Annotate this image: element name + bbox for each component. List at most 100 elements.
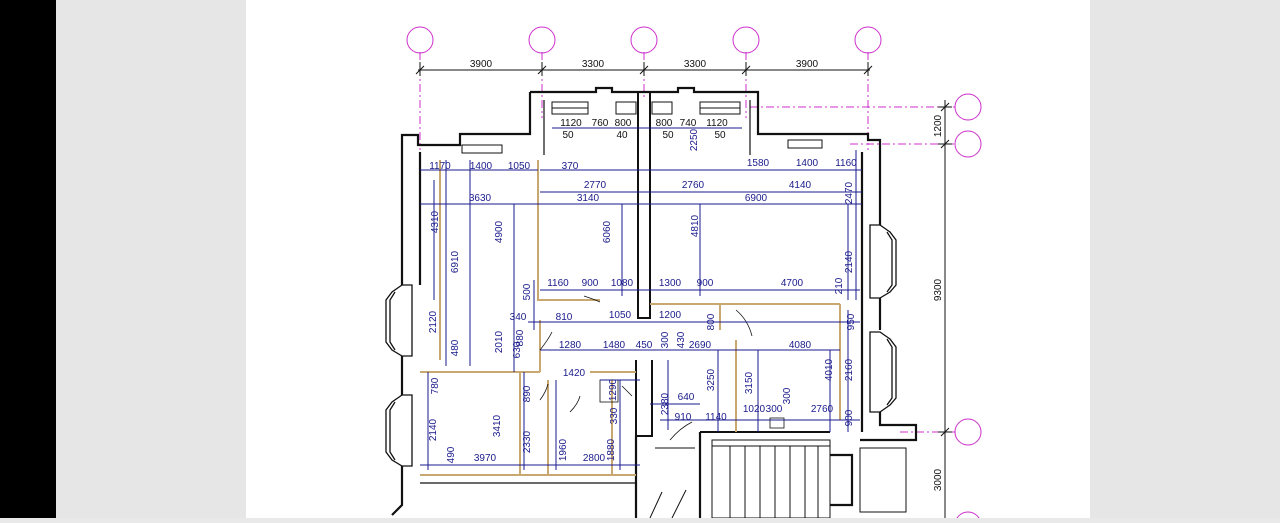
dimension-label: 1280 — [559, 340, 582, 351]
dimension-label: 2010 — [494, 330, 505, 353]
dimension-label: 370 — [562, 161, 579, 172]
dimension-label: 2760 — [811, 404, 834, 415]
dimension-label: 4310 — [430, 210, 441, 233]
staircase — [649, 439, 907, 519]
dimension-label: 340 — [510, 312, 527, 323]
dimension-label: 890 — [522, 385, 533, 402]
grid-axes — [406, 26, 982, 523]
dimension-label: 1140 — [705, 412, 727, 423]
dimension-label: 4900 — [494, 220, 505, 243]
dimension-label: 1400 — [796, 158, 819, 169]
axis-bubble-4 — [732, 26, 760, 54]
dimension-label: 500 — [522, 283, 533, 300]
dimension-label: 900 — [697, 278, 714, 289]
dimension-label: 210 — [834, 277, 845, 294]
dimension-label: 1160 — [835, 158, 857, 169]
dimension-label: 2770 — [584, 180, 607, 191]
window-dim-7: 50 — [562, 130, 574, 141]
dimension-label: 2140 — [428, 418, 439, 441]
window-dim-10: 50 — [714, 130, 726, 141]
dimension-label: 2160 — [844, 358, 855, 381]
floor-plan-drawing: 3900 3300 3300 3900 1200 9300 3000 — [385, 26, 982, 523]
dimension-label: 1050 — [609, 310, 632, 321]
axis-bubble-b — [954, 130, 982, 158]
axis-bubble-a — [954, 93, 982, 121]
top-dimension-chain — [415, 62, 873, 76]
drawing-sheet: 3900 3300 3300 3900 1200 9300 3000 — [246, 0, 1090, 523]
right-dim-3: 3000 — [933, 468, 944, 491]
axis-bubble-3 — [630, 26, 658, 54]
dimension-label: 2330 — [522, 430, 533, 453]
top-windows — [461, 101, 823, 154]
interior-dimension-lines — [420, 127, 862, 470]
dimension-label: 6060 — [602, 220, 613, 243]
dimension-label: 810 — [556, 312, 573, 323]
window-dim-6: 1120 — [706, 118, 728, 129]
dimension-label: 900 — [844, 409, 855, 426]
top-dim-3: 3300 — [684, 59, 707, 70]
dimension-label: 1170 — [429, 161, 451, 172]
right-dimension-chain — [938, 100, 952, 518]
dimension-label: 480 — [450, 339, 461, 356]
dimension-label: 2250 — [689, 128, 700, 151]
dimension-label: 900 — [582, 278, 599, 289]
window-dim-4: 800 — [656, 118, 673, 129]
dimension-label: 780 — [430, 377, 441, 394]
dimension-label: 800 — [706, 313, 717, 330]
dimension-label: 950 — [846, 313, 857, 330]
dimension-label: 450 — [636, 340, 653, 351]
viewer-background-right — [1090, 0, 1280, 518]
dimension-label: 4080 — [789, 340, 812, 351]
dimension-label: 3410 — [492, 414, 503, 437]
top-dim-1: 3900 — [470, 59, 493, 70]
dimension-label: 1160 — [547, 278, 569, 289]
exterior-walls — [391, 86, 918, 518]
dimension-label: 2470 — [844, 181, 855, 204]
window-dim-3: 800 — [615, 118, 632, 129]
dimension-label: 3140 — [577, 193, 600, 204]
dimension-label: 4010 — [824, 358, 835, 381]
interior-bearing-walls — [635, 91, 830, 437]
dimension-label: 640 — [678, 392, 695, 403]
dimension-label: 300 — [782, 387, 793, 404]
dimension-label: 1200 — [659, 310, 682, 321]
dimension-label: 300 — [660, 331, 671, 348]
dimension-label: 1300 — [659, 278, 682, 289]
axis-bubble-d — [954, 511, 982, 523]
dimension-label: 4810 — [690, 214, 701, 237]
viewer-left-panel — [0, 0, 56, 518]
window-dim-1: 1120 — [560, 118, 582, 129]
dimension-label: 1580 — [747, 158, 770, 169]
dimension-label: 6910 — [450, 250, 461, 273]
dimension-label: 1290 — [608, 378, 619, 401]
dimension-label: 2760 — [682, 180, 705, 191]
top-dim-4: 3900 — [796, 59, 819, 70]
dimension-label: 880 — [515, 329, 526, 346]
dimension-label: 2800 — [583, 453, 606, 464]
dimension-label: 490 — [446, 446, 457, 463]
dimension-label: 1400 — [470, 161, 493, 172]
dimension-label: 3630 — [469, 193, 492, 204]
top-dim-2: 3300 — [582, 59, 605, 70]
dimension-label: 3250 — [706, 368, 717, 391]
dimension-label: 6900 — [745, 193, 768, 204]
dimension-label: 2690 — [689, 340, 712, 351]
dimension-label: 1960 — [558, 438, 569, 461]
dimension-label: 630 — [512, 341, 523, 358]
dimension-label: 2120 — [428, 310, 439, 333]
dimension-label: 4140 — [789, 180, 812, 191]
right-dim-2: 9300 — [933, 278, 944, 301]
dimension-label: 3970 — [474, 453, 497, 464]
axis-bubble-1 — [406, 26, 434, 54]
axis-bubble-2 — [528, 26, 556, 54]
dimension-label: 330 — [609, 407, 620, 424]
axis-bubble-c — [954, 418, 982, 446]
dimension-labels: 2250 1170 1400 1050 370 1580 1400 1160 2770 2760 4… — [428, 128, 857, 464]
dimension-label: 1480 — [603, 340, 626, 351]
dimension-label: 1050 — [508, 161, 531, 172]
window-dim-8: 40 — [616, 130, 628, 141]
bay-windows-right — [869, 224, 897, 413]
window-dim-2: 760 — [592, 118, 609, 129]
viewer-background-left — [56, 0, 246, 518]
dimension-label: 3150 — [744, 371, 755, 394]
